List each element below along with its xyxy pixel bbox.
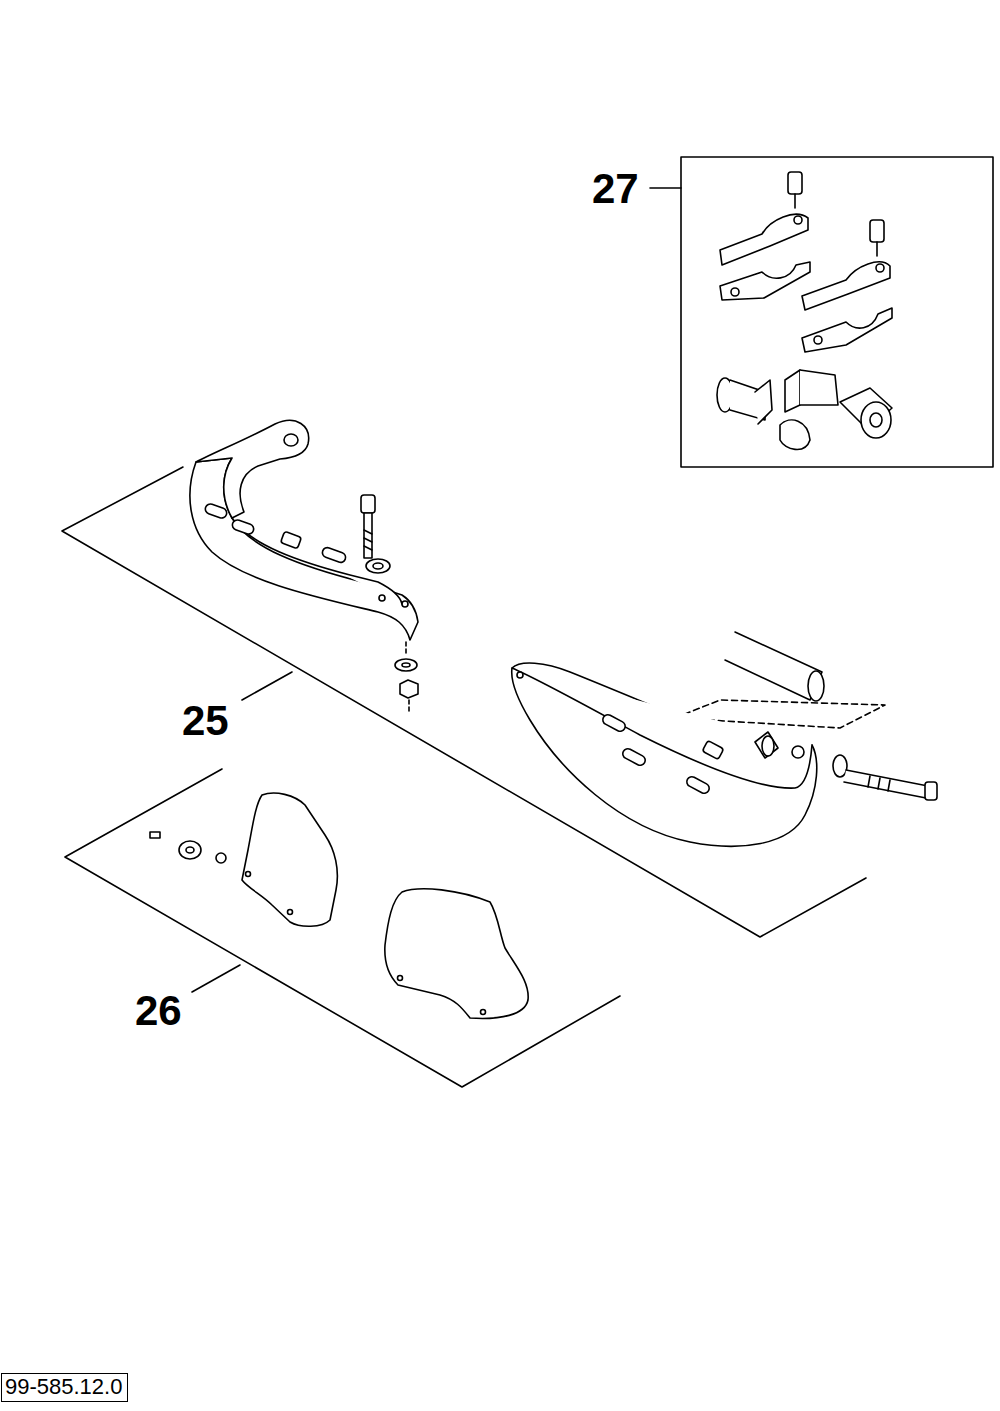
handlebar bbox=[675, 632, 885, 728]
callout-number: 25 bbox=[182, 700, 229, 742]
handguard-right bbox=[792, 746, 804, 758]
clamp-kit bbox=[785, 370, 800, 412]
clamp-kit bbox=[802, 308, 892, 352]
clamp-kit bbox=[731, 288, 739, 296]
clamp-kit bbox=[814, 336, 822, 344]
hand-shield bbox=[481, 1010, 486, 1015]
bolt bbox=[833, 755, 937, 800]
hand-shield bbox=[186, 847, 194, 853]
clamp-kit bbox=[876, 242, 878, 256]
hand-shield bbox=[150, 793, 528, 1018]
handguard-left bbox=[402, 601, 408, 607]
handguard-left bbox=[379, 595, 385, 601]
bolt bbox=[364, 530, 372, 550]
bolt bbox=[405, 642, 407, 654]
handlebar bbox=[808, 671, 824, 701]
handguard-left bbox=[231, 519, 255, 536]
bolt bbox=[366, 559, 390, 573]
hand-shield bbox=[150, 832, 160, 838]
drawing-number: 99-585.12.0 bbox=[5, 1376, 124, 1398]
bolt bbox=[395, 659, 417, 671]
group-outline bbox=[62, 467, 866, 937]
clamp-kit bbox=[720, 262, 810, 300]
bolt bbox=[364, 513, 372, 558]
clamp-kit bbox=[717, 172, 892, 449]
hand-shield bbox=[216, 853, 226, 863]
handguard-right bbox=[702, 740, 724, 759]
group-outline bbox=[62, 467, 866, 937]
handguard-left bbox=[321, 546, 347, 564]
clamp-kit bbox=[861, 402, 891, 438]
callout-number: 27 bbox=[592, 168, 639, 210]
clamp-kit bbox=[870, 220, 884, 242]
bolt bbox=[844, 770, 928, 798]
drawing-number-box: 99-585.12.0 bbox=[1, 1373, 128, 1402]
handguard-left bbox=[190, 420, 418, 640]
handguard-left bbox=[280, 531, 301, 548]
clamp-kit bbox=[788, 172, 802, 194]
hand-shield bbox=[398, 976, 403, 981]
bolt bbox=[408, 700, 410, 712]
kit-box bbox=[650, 187, 681, 189]
clamp-kit bbox=[755, 380, 772, 424]
clamp-kit bbox=[794, 216, 802, 224]
clamp-kit bbox=[800, 370, 838, 405]
group-outline bbox=[242, 672, 292, 700]
hand-shield bbox=[242, 793, 337, 926]
group-outline bbox=[65, 769, 620, 1087]
clamp-kit bbox=[720, 214, 808, 265]
kit-box bbox=[681, 157, 993, 467]
bolt bbox=[361, 495, 418, 712]
clamp-kit bbox=[794, 194, 796, 208]
handguard-left bbox=[204, 503, 228, 520]
handguard-left bbox=[196, 420, 309, 518]
hand-shield bbox=[288, 910, 293, 915]
handguard-left bbox=[284, 434, 298, 446]
hand-shield bbox=[385, 889, 528, 1019]
clamp-kit bbox=[870, 413, 882, 427]
bolt bbox=[373, 563, 383, 569]
bolt bbox=[868, 776, 890, 791]
bolt bbox=[833, 755, 847, 777]
hand-shield bbox=[246, 872, 251, 877]
clamp-kit bbox=[780, 420, 810, 449]
clamp-kit bbox=[802, 262, 890, 310]
handguard-right bbox=[517, 672, 523, 678]
kit-box bbox=[650, 157, 993, 467]
handguard-right bbox=[621, 747, 647, 767]
handguard-left bbox=[232, 518, 402, 604]
bolt bbox=[402, 663, 410, 667]
handguard-right bbox=[685, 775, 711, 795]
group-outline bbox=[192, 965, 240, 992]
bolt bbox=[400, 680, 418, 698]
handguard-right bbox=[601, 713, 627, 733]
handguard-right bbox=[512, 663, 817, 846]
handguard-right bbox=[512, 668, 812, 788]
hand-shield bbox=[179, 841, 201, 859]
handguard-right bbox=[755, 732, 778, 758]
handguard-right bbox=[762, 736, 774, 756]
clamp-kit bbox=[876, 264, 884, 272]
group-outline bbox=[65, 769, 620, 1087]
bolt bbox=[361, 495, 375, 513]
handguard-right bbox=[512, 663, 817, 846]
callout-number: 26 bbox=[135, 990, 182, 1032]
bolt bbox=[925, 782, 937, 800]
